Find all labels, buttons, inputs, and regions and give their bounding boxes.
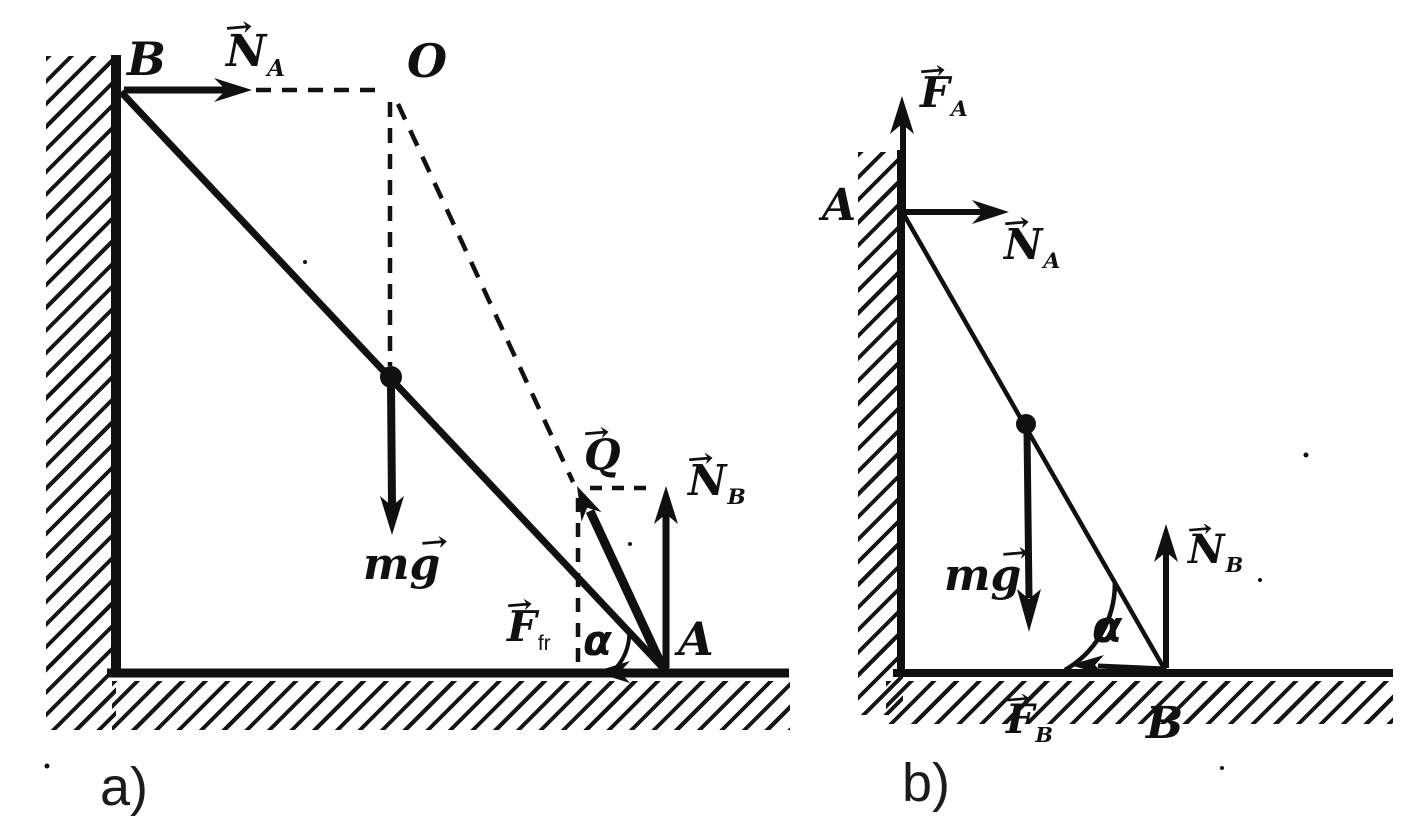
b-wall-hatching — [858, 152, 903, 715]
a-nb-arrowhead — [654, 486, 678, 524]
b-force-label-FB: →FB — [1003, 683, 1053, 747]
b-fa-arrowhead — [890, 96, 914, 134]
a-force-Ffr-base: F — [507, 602, 537, 651]
b-nb-arrowhead — [1154, 524, 1178, 562]
vector-arrow-icon: → — [504, 588, 531, 620]
diagram-a-geometry — [107, 55, 789, 683]
a-force-Q-base: Q — [584, 430, 621, 479]
vector-arrow-icon: → — [418, 526, 447, 560]
scan-speck — [628, 542, 632, 546]
b-point-label-A: A — [822, 180, 857, 231]
a-force-NB-sub: B — [727, 484, 746, 511]
a-q-arrow-shaft — [585, 509, 667, 668]
a-force-label-Q: →Q — [581, 416, 620, 476]
b-ladder-line — [901, 211, 1167, 672]
a-force-mg-base: mg — [363, 539, 441, 590]
b-force-FA-base: F — [920, 68, 950, 117]
a-force-label-NA: →NA — [223, 11, 285, 82]
a-point-label-B: B — [127, 32, 166, 86]
a-wall-hatching — [46, 56, 116, 730]
b-fb-arrowhead — [1070, 655, 1104, 675]
vector-arrow-icon: → — [223, 11, 251, 45]
b-na-arrowhead — [972, 200, 1009, 224]
vector-arrow-icon: → — [1185, 512, 1211, 544]
a-midpoint-dot — [380, 366, 402, 388]
b-force-FA-sub: A — [950, 96, 968, 123]
b-angle-arc — [1063, 583, 1118, 672]
b-fb-arrow-shaft — [1097, 663, 1166, 672]
scan-speck — [44, 763, 50, 769]
b-force-NB-base: N — [1188, 526, 1225, 573]
b-force-label-NA: →NA — [1001, 206, 1061, 275]
vector-arrow-icon: → — [917, 54, 944, 86]
vector-arrow-icon: → — [999, 537, 1028, 571]
a-force-label-mg: →mg — [363, 526, 447, 587]
b-force-NA-sub: A — [1043, 248, 1061, 275]
scan-speck — [1220, 766, 1224, 770]
b-mg-arrow-shaft — [1023, 429, 1033, 599]
scan-speck — [303, 260, 307, 264]
b-force-FB-sub: B — [1035, 721, 1053, 747]
a-force-NA-sub: A — [267, 55, 285, 82]
a-force-Ffr-sub: fr — [537, 631, 551, 655]
a-point-label-O: O — [407, 34, 448, 88]
a-force-NA-base: N — [226, 26, 267, 77]
a-force-NB-base: N — [688, 456, 727, 505]
vector-arrow-icon: → — [581, 416, 608, 448]
vector-arrow-icon: → — [1001, 206, 1028, 238]
a-dashed-o-to-q — [395, 103, 576, 483]
b-angle-label: α — [1092, 602, 1123, 653]
a-angle-label: α — [583, 616, 612, 665]
b-midpoint-dot — [1016, 414, 1036, 434]
b-force-FB-base: F — [1006, 696, 1035, 743]
a-angle-arc — [611, 633, 632, 673]
scan-speck — [1258, 578, 1262, 582]
scan-speck — [1303, 452, 1309, 458]
vector-arrow-icon: → — [1003, 682, 1029, 714]
b-force-mg-base: mg — [944, 550, 1022, 601]
a-ffr-arrowhead — [594, 661, 630, 683]
b-force-label-NB: →NB — [1185, 513, 1244, 577]
b-mg-arrowhead — [1017, 589, 1041, 632]
b-floor-hatching — [886, 681, 1393, 724]
b-force-NB-sub: B — [1225, 551, 1244, 577]
a-force-label-Ffr: →Ffr — [504, 588, 551, 655]
a-q-arrowhead — [577, 486, 602, 522]
a-mg-arrow-shaft — [387, 383, 396, 507]
vector-arrow-icon: → — [685, 442, 712, 474]
scan-specks — [44, 260, 1309, 770]
b-caption: b) — [902, 753, 951, 813]
b-force-label-mg: →mg — [944, 537, 1028, 598]
a-mg-arrowhead — [380, 496, 404, 535]
a-caption: a) — [100, 757, 149, 817]
diagram-b-geometry — [890, 96, 1393, 677]
a-floor-hatching — [112, 681, 790, 730]
b-point-label-B: B — [1146, 698, 1184, 749]
b-force-label-FA: →FA — [917, 54, 968, 123]
a-point-label-A: A — [678, 612, 714, 666]
b-force-NA-base: N — [1004, 220, 1043, 269]
a-na-arrowhead — [214, 78, 252, 102]
a-force-label-NB: →NB — [685, 442, 746, 511]
